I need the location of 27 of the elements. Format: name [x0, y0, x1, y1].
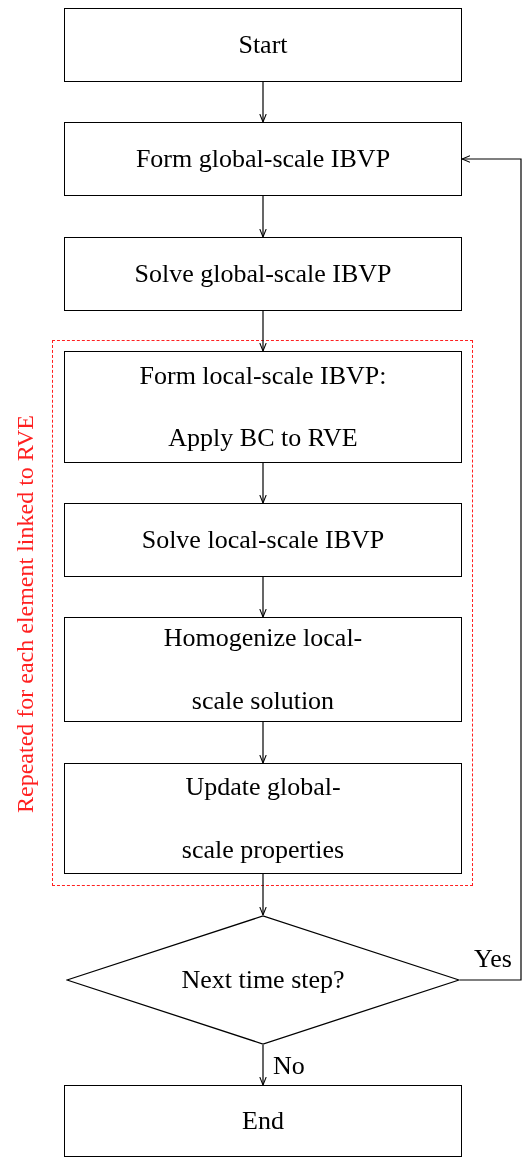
- process-box: [64, 617, 462, 722]
- process-box: [64, 351, 462, 463]
- arrow: [259, 721, 267, 764]
- box-text: End: [242, 1104, 284, 1137]
- box-text: Form global-scale IBVP: [135, 142, 391, 175]
- box-text: Form local-scale IBVP: Apply BC to RVE: [138, 359, 388, 454]
- arrow: [259, 310, 267, 352]
- process-box: [64, 763, 462, 874]
- start-box: [64, 8, 462, 82]
- arrow: [459, 155, 522, 981]
- end-box: [64, 1085, 462, 1157]
- arrow: [259, 1044, 267, 1086]
- box-text: Start: [238, 28, 288, 61]
- arrow: [259, 81, 267, 123]
- box-text: Solve local-scale IBVP: [141, 523, 385, 556]
- arrow: [259, 462, 267, 504]
- box-text: Solve global-scale IBVP: [134, 257, 392, 290]
- group-label: Repeated for each element linked to RVE: [13, 414, 37, 815]
- process-box: [64, 122, 462, 196]
- process-box: [64, 503, 462, 577]
- decision-text: Next time step?: [181, 963, 345, 996]
- box-text: Homogenize local-scale solution: [162, 622, 364, 717]
- box-text: Update global-scale properties: [180, 771, 346, 866]
- process-box: [64, 237, 462, 311]
- arrow: [259, 195, 267, 238]
- arrow: [259, 576, 267, 618]
- arrow: [259, 873, 267, 916]
